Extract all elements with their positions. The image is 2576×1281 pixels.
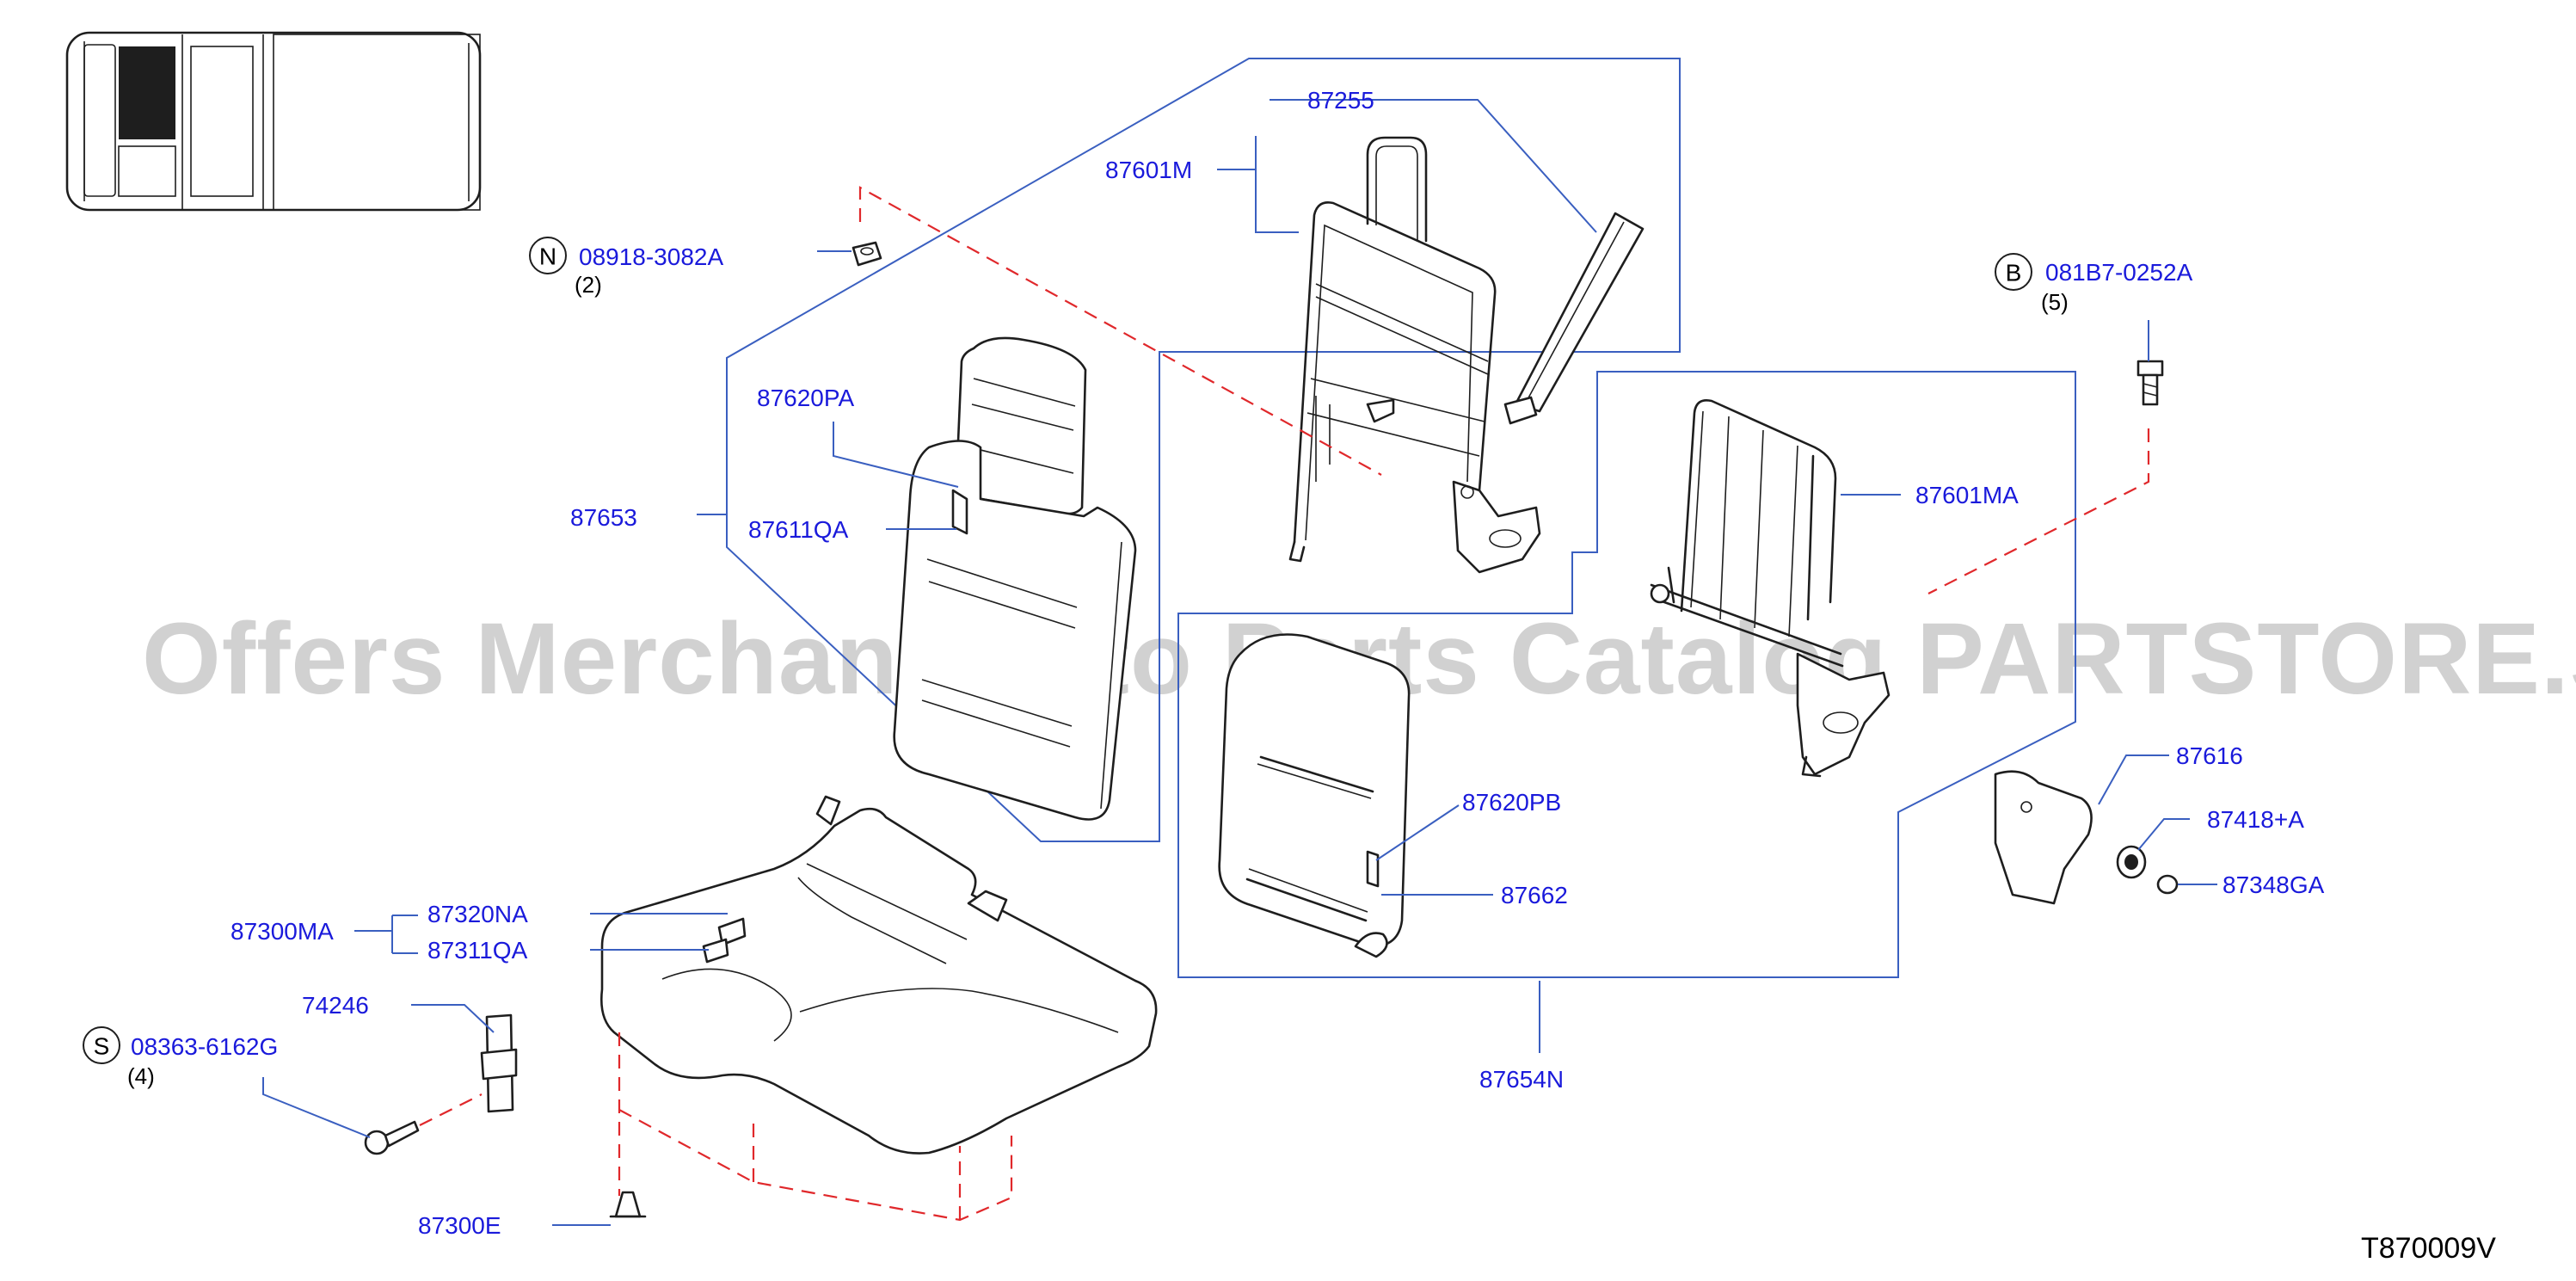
label-74246[interactable]: 74246: [302, 992, 369, 1019]
label-87601M[interactable]: 87601M: [1105, 157, 1192, 183]
headrest-guide: [1503, 212, 1645, 425]
nut-icon: [851, 241, 882, 267]
label-08918-3082A[interactable]: 08918-3082A: [579, 243, 723, 270]
leader-87418A: [2137, 818, 2190, 851]
seat-trim-bracket: [1994, 770, 2093, 905]
assembly-line-cushion: [618, 1032, 1013, 1222]
assembly-line-screw: [419, 1093, 483, 1126]
screw-icon: [364, 1120, 420, 1155]
leader-87255: [1270, 99, 1597, 233]
clip-74246: [480, 1013, 518, 1113]
label-87320NA[interactable]: 87320NA: [427, 901, 528, 927]
qty-08918-3082A: (2): [575, 272, 602, 298]
leader-87616: [2098, 754, 2169, 805]
group-outline-87653: [726, 58, 1681, 842]
label-08363-6162G[interactable]: 08363-6162G: [131, 1033, 278, 1060]
label-081B7-0252A[interactable]: 081B7-0252A: [2045, 259, 2193, 286]
seatback-pad-upper: [893, 336, 1137, 821]
label-87300MA[interactable]: 87300MA: [231, 918, 334, 945]
diagram-code: T870009V: [2361, 1232, 2496, 1265]
label-87620PA[interactable]: 87620PA: [757, 385, 854, 411]
vehicle-location-icon: [65, 31, 482, 212]
svg-text:B: B: [2006, 260, 2022, 286]
screw-symbol: S: [83, 1026, 120, 1064]
label-87616[interactable]: 87616: [2176, 742, 2243, 769]
label-87653[interactable]: 87653: [570, 504, 637, 531]
bolt-icon: [2136, 360, 2164, 406]
label-87662[interactable]: 87662: [1501, 882, 1568, 908]
svg-text:N: N: [539, 243, 556, 270]
seat-cushion: [600, 795, 1158, 1155]
label-87348GA[interactable]: 87348GA: [2222, 871, 2325, 898]
label-87611QA[interactable]: 87611QA: [748, 516, 849, 543]
bolt-symbol: B: [1995, 253, 2032, 291]
leader-74246: [411, 1004, 495, 1033]
qty-081B7-0252A: (5): [2041, 289, 2069, 315]
leader-87620PA: [833, 422, 959, 488]
label-87620PB[interactable]: 87620PB: [1462, 789, 1561, 816]
cap-87348GA: [2156, 874, 2179, 895]
label-87601MA[interactable]: 87601MA: [1915, 482, 2019, 508]
nut-symbol: N: [529, 237, 567, 274]
label-87255[interactable]: 87255: [1307, 87, 1374, 114]
leader-87300MA: [354, 915, 418, 954]
label-87654N[interactable]: 87654N: [1479, 1066, 1564, 1093]
group-outline-87654N: [1177, 371, 2076, 978]
seatback-pad-lower: [1218, 633, 1411, 958]
label-87311QA[interactable]: 87311QA: [427, 937, 528, 964]
svg-text:S: S: [94, 1033, 110, 1060]
seatback-frame-upper: [1288, 136, 1541, 574]
leader-87601M: [1217, 136, 1299, 233]
knob-87418A: [2116, 845, 2147, 879]
label-87418A[interactable]: 87418+A: [2207, 806, 2304, 833]
qty-08363-6162G: (4): [127, 1063, 155, 1089]
assembly-line-nut: [858, 186, 1382, 476]
leader-08363: [262, 1077, 371, 1138]
seatback-frame-right: [1650, 399, 1891, 778]
clip-87300E: [609, 1191, 647, 1218]
assembly-line-bolt: [1927, 428, 2150, 594]
leader-87620PB: [1375, 804, 1460, 861]
label-87300E[interactable]: 87300E: [418, 1212, 501, 1239]
